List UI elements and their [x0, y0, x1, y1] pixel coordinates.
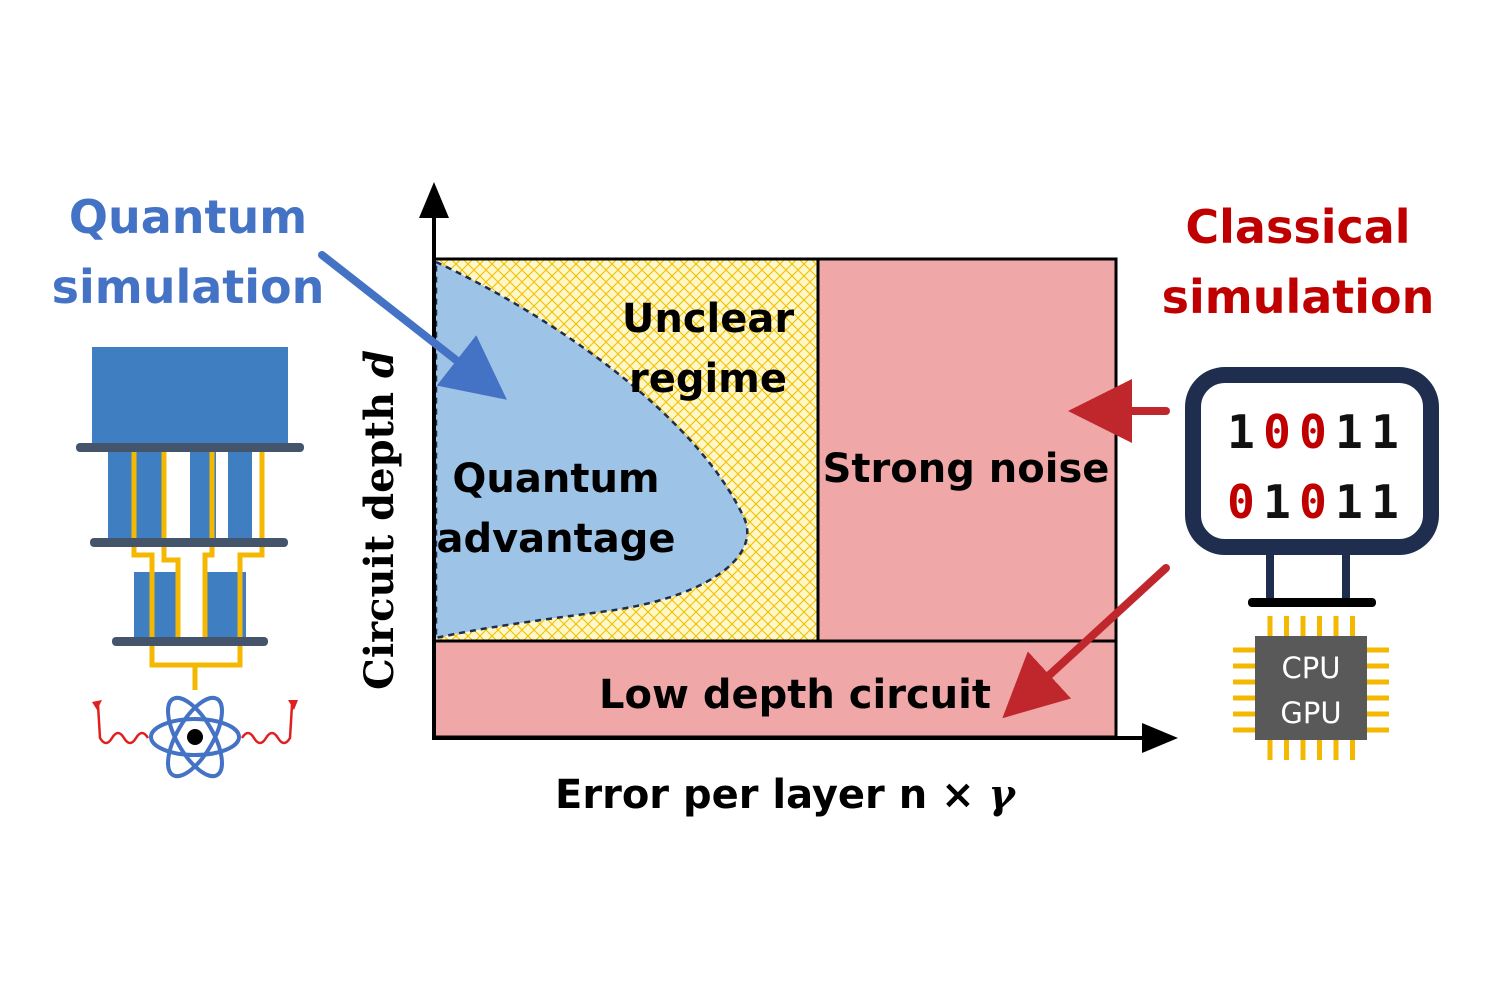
emission-wave-left-head [92, 700, 102, 710]
quantum-title-line2: simulation [52, 260, 325, 314]
classical-title-line1: Classical [1185, 200, 1410, 254]
strong-noise-label: Strong noise [823, 446, 1110, 492]
quantum-panel: Quantum simulation [52, 190, 507, 779]
binary-digit: 1 [1263, 475, 1291, 529]
classical-arrow-to-low-depth [1002, 564, 1170, 719]
y-axis-label: Circuit depth d [356, 350, 403, 690]
binary-digit: 1 [1371, 405, 1399, 459]
quantum-title-line1: Quantum [69, 190, 307, 244]
binary-digit: 1 [1335, 475, 1363, 529]
x-axis-label: Error per layer n × γ [555, 771, 1017, 818]
binary-digit: 0 [1299, 475, 1327, 529]
chip-label-cpu: CPU [1282, 651, 1341, 685]
quantum-advantage-region [434, 260, 749, 640]
binary-digit: 1 [1227, 405, 1255, 459]
diagram-frame [434, 257, 820, 641]
low-depth-label: Low depth circuit [599, 672, 991, 718]
binary-digit: 0 [1263, 405, 1291, 459]
binary-digit: 0 [1299, 405, 1327, 459]
emission-wave-right [240, 704, 294, 745]
unclear-label-line2: regime [629, 356, 787, 402]
emission-wave-left [96, 704, 150, 745]
quantum-device-icon [76, 347, 304, 690]
x-axis-arrowhead [1142, 723, 1178, 753]
chip-body [1255, 636, 1367, 740]
y-axis-arrowhead [419, 182, 449, 218]
emission-wave-right-head [288, 700, 298, 710]
strong-noise-region [816, 257, 1118, 643]
chip-label-gpu: GPU [1280, 696, 1341, 730]
quantum-arrow [318, 251, 507, 400]
advantage-label-line2: advantage [436, 516, 675, 562]
advantage-label-line1: Quantum [452, 456, 659, 502]
binary-digit: 1 [1371, 475, 1399, 529]
computer-monitor-icon [1185, 367, 1439, 607]
unclear-label-line1: Unclear [622, 296, 795, 342]
binary-digit: 0 [1227, 475, 1255, 529]
diagram: Unclear regime Quantum advantage Strong … [356, 182, 1178, 818]
cpu-gpu-chip-icon [1233, 616, 1389, 760]
binary-digit: 1 [1335, 405, 1363, 459]
atom-icon [149, 695, 241, 779]
classical-title-line2: simulation [1162, 270, 1435, 324]
